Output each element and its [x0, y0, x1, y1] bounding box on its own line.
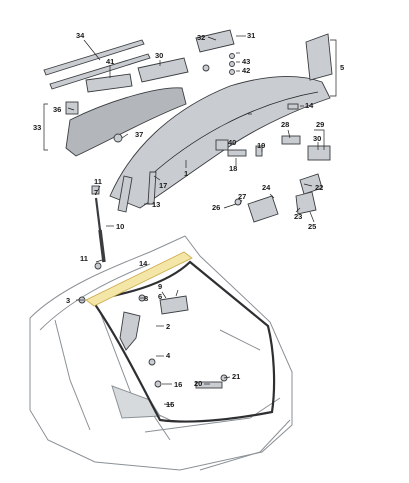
- tailgate-lid-edge: [149, 91, 319, 177]
- bracket-30: [314, 129, 325, 150]
- callout-38: 40: [228, 138, 236, 147]
- callout-9: 9: [158, 282, 162, 291]
- latch-cluster: [78, 262, 228, 389]
- callout-13: 14: [139, 259, 148, 268]
- emblem-plate: [137, 57, 189, 83]
- callout-36: 34: [76, 31, 85, 40]
- callout-30: 29: [316, 120, 324, 129]
- callout-27: 27: [238, 192, 246, 201]
- callout-10: 10: [116, 222, 124, 231]
- tailgate-seal: [90, 260, 276, 423]
- callout-35: 33: [33, 123, 41, 132]
- callout-25: 25: [308, 222, 316, 231]
- handle-trim: [85, 73, 133, 93]
- callout-16: 16: [174, 380, 182, 389]
- callout-19: 19: [257, 141, 265, 150]
- gas-strut: [94, 197, 106, 263]
- car-body-outline: [29, 235, 293, 471]
- callout-8: 8: [144, 294, 148, 303]
- callout-14: 14: [305, 101, 314, 110]
- callout-1: 1: [184, 169, 188, 178]
- callout-labels: 34 41 30 32 31 43 42 5 14 36 33 37 1 17 …: [33, 31, 344, 409]
- bracket-35: [43, 103, 48, 151]
- hardware-parts: [65, 33, 333, 223]
- callout-21: 21: [232, 372, 240, 381]
- badge-bar: [195, 29, 235, 53]
- callout-17: 17: [159, 181, 167, 190]
- spoiler-trim-panel: [65, 87, 187, 157]
- callout-11-mid: 11: [80, 254, 88, 263]
- callout-15: 15: [166, 400, 174, 409]
- callout-32: 30: [155, 51, 163, 60]
- callout-39: 37: [135, 130, 143, 139]
- highlighted-seal-strip: [85, 251, 193, 307]
- callout-37: 36: [53, 105, 61, 114]
- callout-5: 5: [340, 63, 344, 72]
- callout-29: 28: [281, 120, 289, 129]
- callout-41: 42: [242, 66, 250, 75]
- callout-40: 41: [106, 57, 114, 66]
- callout-3: 3: [66, 296, 70, 305]
- callout-33: 31: [247, 31, 255, 40]
- moulding-strips: [43, 39, 151, 90]
- callout-7: 7: [94, 188, 98, 197]
- callout-2: 2: [166, 322, 170, 331]
- callout-23: 23: [294, 212, 302, 221]
- callout-20: 20: [194, 379, 202, 388]
- callout-4: 4: [166, 351, 171, 360]
- callout-42: 43: [242, 57, 250, 66]
- callout-31: 30: [313, 134, 321, 143]
- callout-24: 24: [262, 183, 271, 192]
- leader-lines: [67, 35, 319, 406]
- callout-12: 13: [152, 200, 160, 209]
- callout-22: 22: [315, 183, 323, 192]
- callout-34: 32: [197, 33, 205, 42]
- callout-18: 18: [229, 164, 237, 173]
- callout-6: 6: [158, 292, 162, 301]
- callout-11-top: 11: [94, 177, 102, 186]
- callout-26: 26: [212, 203, 220, 212]
- bracket-5: [330, 39, 337, 97]
